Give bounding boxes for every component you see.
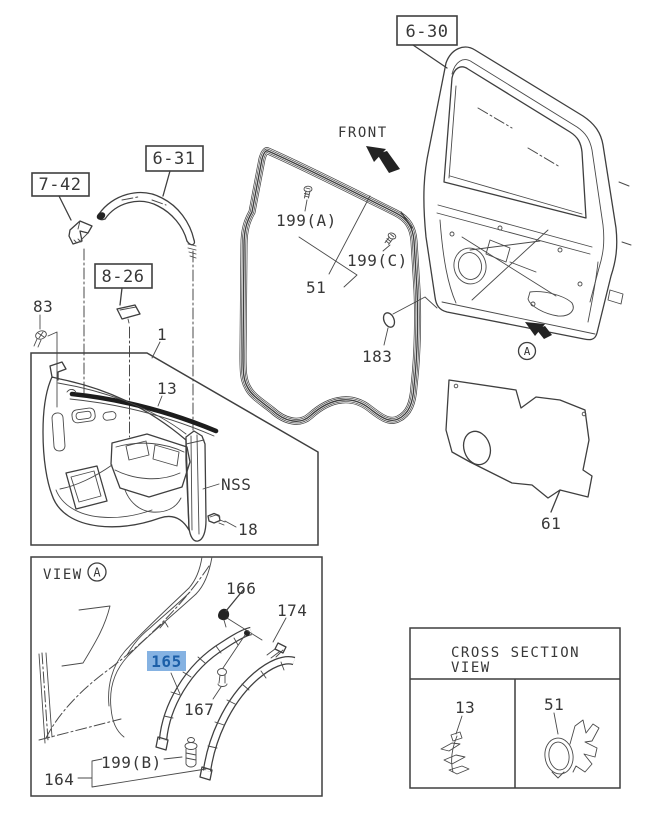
view-a-frame [30, 556, 323, 797]
weatherstrip-164-drawing [199, 660, 294, 781]
leader-199c [382, 244, 391, 252]
label-83[interactable]: 83 [33, 297, 53, 316]
view-a-badge: A [93, 566, 101, 580]
cross-section-label-13[interactable]: 13 [455, 698, 475, 717]
cross-section-label-51[interactable]: 51 [544, 695, 564, 714]
belt-strip-13 [69, 391, 219, 434]
ref-label-6-31[interactable]: 6-31 [153, 149, 196, 169]
door-view-a-marker: A [517, 322, 552, 361]
screw-174-icon [274, 642, 287, 654]
screw-199b-icon [184, 742, 198, 750]
weatherstrip-165-drawing [155, 630, 251, 751]
label-167[interactable]: 167 [184, 700, 214, 719]
ref-label-6-30[interactable]: 6-30 [406, 22, 449, 42]
grab-handle-drawing [96, 191, 197, 259]
trim-panel-section: 1 13 NSS [30, 325, 319, 546]
ref-box-8-26[interactable]: 8-26 [94, 263, 153, 306]
label-13[interactable]: 13 [157, 379, 177, 398]
cross-section-panel: CROSS SECTION VIEW 13 51 [409, 627, 621, 789]
cross-section-cell-13: 13 [440, 698, 475, 775]
view-a-title: VIEW [43, 567, 83, 583]
leader-cs-13 [455, 715, 463, 735]
leader-nss [202, 483, 220, 490]
label-199b[interactable]: 199(B) [101, 753, 162, 772]
leader-13 [157, 395, 163, 407]
leader-61 [550, 489, 561, 513]
label-1[interactable]: 1 [157, 325, 167, 344]
label-174[interactable]: 174 [277, 601, 307, 620]
leader-6-31 [162, 170, 171, 197]
leader-8-26 [119, 287, 123, 306]
cross-section-cell-51: 51 [544, 695, 600, 779]
ref-box-6-30[interactable]: 6-30 [396, 15, 458, 69]
leader-51 [328, 195, 371, 275]
ref-box-7-42[interactable]: 7-42 [31, 172, 90, 221]
front-arrow-icon [366, 146, 386, 162]
label-199c[interactable]: 199(C) [347, 251, 408, 270]
connector-83 [47, 331, 58, 408]
leader-199a [304, 199, 308, 212]
insulator-sheet-61: 61 [445, 379, 593, 533]
screw-83-icon [35, 330, 47, 340]
trim-panel-frame [30, 352, 319, 546]
trim-panel-drawing [42, 361, 219, 542]
cross-section-title-1: CROSS SECTION [451, 645, 580, 661]
screw-199c-icon [384, 231, 398, 247]
clip-166: 166 [218, 579, 263, 669]
clip-166-icon [218, 608, 230, 621]
bracket-164 [77, 758, 207, 788]
label-183[interactable]: 183 [362, 347, 392, 366]
grommet-183-icon [382, 312, 396, 328]
label-164[interactable]: 164 [44, 770, 74, 789]
leader-183 [383, 296, 438, 346]
leader-cs-51 [553, 712, 559, 735]
clip-167: 167 [184, 668, 228, 719]
part-164-group: 164 [44, 758, 207, 789]
leader-6-30 [412, 44, 448, 69]
highlighted-part-165[interactable]: 165 [147, 651, 186, 695]
label-166[interactable]: 166 [226, 579, 256, 598]
clip-7-42-drawing [68, 220, 93, 245]
leader-174 [272, 617, 287, 643]
view-a-arrow-icon [525, 322, 545, 336]
front-direction: FRONT [338, 125, 400, 173]
leader-167 [212, 686, 222, 700]
grommet-51-cross-section-icon [544, 719, 600, 779]
screw-83: 83 [33, 297, 58, 408]
label-51[interactable]: 51 [306, 278, 326, 297]
label-165[interactable]: 165 [151, 652, 181, 671]
door-frame-drawing [423, 46, 632, 341]
cross-section-dividers [410, 678, 620, 788]
door-opening-drawing [38, 556, 213, 744]
screw-174: 174 [266, 601, 307, 659]
leader-18 [224, 520, 237, 528]
leader-166 [225, 588, 245, 612]
screw-199a-icon [303, 185, 313, 199]
label-18[interactable]: 18 [238, 520, 258, 539]
label-nss[interactable]: NSS [221, 475, 251, 494]
highlight-165-bg[interactable] [147, 651, 186, 671]
clip-13-cross-section-icon [440, 731, 470, 775]
ref-box-6-31[interactable]: 6-31 [145, 145, 204, 197]
handle-bolt-icon [96, 212, 106, 220]
bracket-199a-51 [298, 236, 358, 288]
leader-1 [151, 341, 161, 359]
label-61[interactable]: 61 [541, 514, 561, 533]
weatherstrip-drawing: 199(A) 199(C) 51 183 [243, 151, 438, 421]
leader-199b [163, 756, 183, 760]
cross-section-title-2: VIEW [451, 660, 491, 676]
ref-label-7-42[interactable]: 7-42 [39, 175, 82, 195]
front-label: FRONT [338, 125, 388, 141]
leader-165 [170, 672, 181, 695]
label-199a[interactable]: 199(A) [276, 211, 337, 230]
view-a-badge-circle [87, 562, 107, 582]
leader-7-42 [58, 195, 72, 221]
clip-8-26-drawing [116, 304, 141, 324]
screw-199b: 199(B) [101, 737, 198, 772]
ref-label-8-26[interactable]: 8-26 [102, 267, 145, 287]
bolt-18-icon [207, 512, 226, 526]
view-a-section: VIEW A [30, 556, 323, 797]
door-badge-a: A [524, 345, 531, 358]
